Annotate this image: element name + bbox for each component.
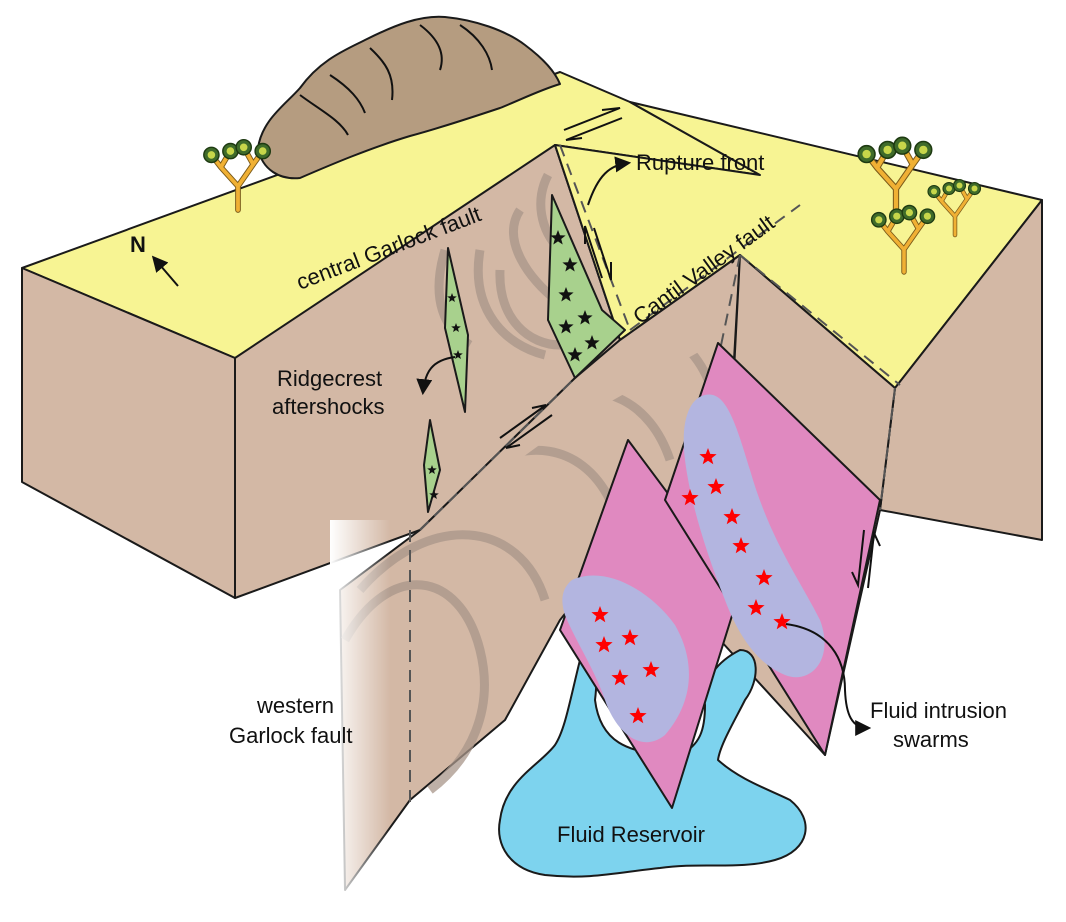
aftershock-star-1 xyxy=(550,230,566,245)
swarm-star-5 xyxy=(732,537,750,554)
aftershock-star-7 xyxy=(567,347,583,362)
reservoir-label: Fluid Reservoir xyxy=(557,822,705,847)
swarm-zone-left xyxy=(562,575,689,743)
aftershock-star-2 xyxy=(562,257,578,272)
aftershock-star-small-1 xyxy=(447,293,457,302)
aftershock-star-3 xyxy=(558,287,574,302)
swarm-star-10 xyxy=(595,636,613,653)
fluid-swarms-callout: Fluid intrusion swarms xyxy=(785,623,1007,752)
rupture-front-label: Rupture front xyxy=(636,150,764,175)
aftershock-star-6 xyxy=(584,335,600,350)
swarm-star-12 xyxy=(611,669,629,686)
ridgecrest-label-line2: aftershocks xyxy=(272,394,385,419)
fluid-swarms-line2: swarms xyxy=(893,727,969,752)
western-garlock-line1: western xyxy=(256,693,334,718)
swarm-star-1 xyxy=(699,448,717,465)
aftershock-star-4 xyxy=(577,310,593,325)
joshua-tree-east-1 xyxy=(857,136,933,219)
swarm-zone-right xyxy=(683,394,825,678)
motion-arrows xyxy=(499,107,881,589)
swarm-star-14 xyxy=(629,707,647,724)
fault-plane-right xyxy=(664,342,881,756)
joshua-tree-east-3 xyxy=(870,204,936,275)
north-arrow: N xyxy=(130,232,179,287)
western-fade xyxy=(330,520,440,920)
swarm-stars xyxy=(591,448,791,724)
aftershock-zone-main xyxy=(547,194,626,379)
aftershock-star-small-3 xyxy=(453,350,463,359)
fault-dashes xyxy=(409,144,901,805)
fluid-swarms-line1: Fluid intrusion xyxy=(870,698,1007,723)
east-block xyxy=(554,101,1043,541)
joshua-tree-west xyxy=(203,138,272,213)
slip-arrow-top xyxy=(563,107,623,141)
swarm-star-13 xyxy=(642,661,660,678)
swarm-star-4 xyxy=(723,508,741,525)
joshua-tree-east-2 xyxy=(927,178,982,238)
western-garlock-line2: Garlock fault xyxy=(229,723,353,748)
aftershock-star-5 xyxy=(558,319,574,334)
swarm-star-7 xyxy=(747,599,765,616)
slip-arrow-middle xyxy=(499,404,553,449)
mountain xyxy=(257,15,561,180)
mountain-body xyxy=(257,15,561,180)
joshua-trees xyxy=(203,136,982,275)
swarm-star-11 xyxy=(621,629,639,646)
swarm-star-9 xyxy=(591,606,609,623)
ridgecrest-callout: Ridgecrest aftershocks xyxy=(272,356,456,419)
aftershock-star-small-4 xyxy=(427,465,437,474)
slip-arrow-cantil xyxy=(584,225,612,281)
slip-arrow-east xyxy=(851,529,881,589)
swarm-star-2 xyxy=(681,489,699,506)
aftershock-star-small-2 xyxy=(451,323,461,332)
ridgecrest-label-line1: Ridgecrest xyxy=(277,366,382,391)
swarm-star-8 xyxy=(773,613,791,630)
swarm-star-3 xyxy=(707,478,725,495)
aftershock-star-small-5 xyxy=(429,490,439,499)
swarm-star-6 xyxy=(755,569,773,586)
aftershock-stars xyxy=(427,230,600,499)
rupture-front-callout: Rupture front xyxy=(587,150,764,206)
north-label: N xyxy=(130,232,146,257)
